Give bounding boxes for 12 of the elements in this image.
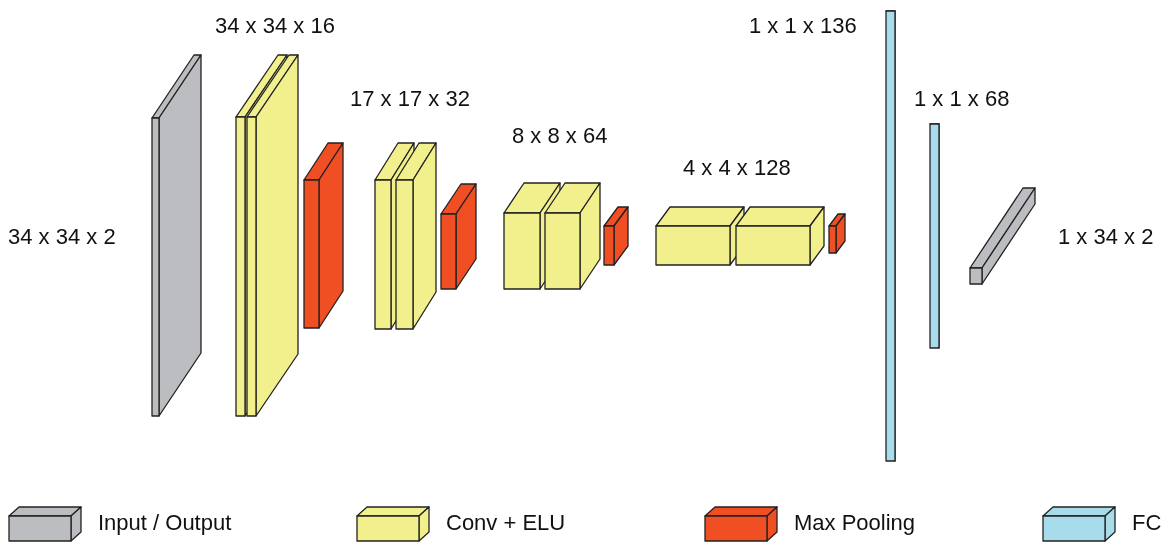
dimension-label: 8 x 8 x 64 (512, 125, 608, 147)
legend-label: Conv + ELU (446, 512, 566, 534)
dimension-label: 1 x 1 x 68 (914, 88, 1010, 110)
dimension-label: 34 x 34 x 16 (215, 15, 335, 37)
legend-label: Max Pooling (794, 512, 916, 534)
dimension-label: 1 x 1 x 136 (749, 15, 857, 37)
legend-label: FC (1132, 512, 1162, 534)
dimension-label: 17 x 17 x 32 (350, 88, 470, 110)
dimension-label: 34 x 34 x 2 (8, 226, 116, 248)
dimension-label: 4 x 4 x 128 (683, 157, 791, 179)
legend-label: Input / Output (98, 512, 232, 534)
dimension-label: 1 x 34 x 2 (1058, 226, 1154, 248)
